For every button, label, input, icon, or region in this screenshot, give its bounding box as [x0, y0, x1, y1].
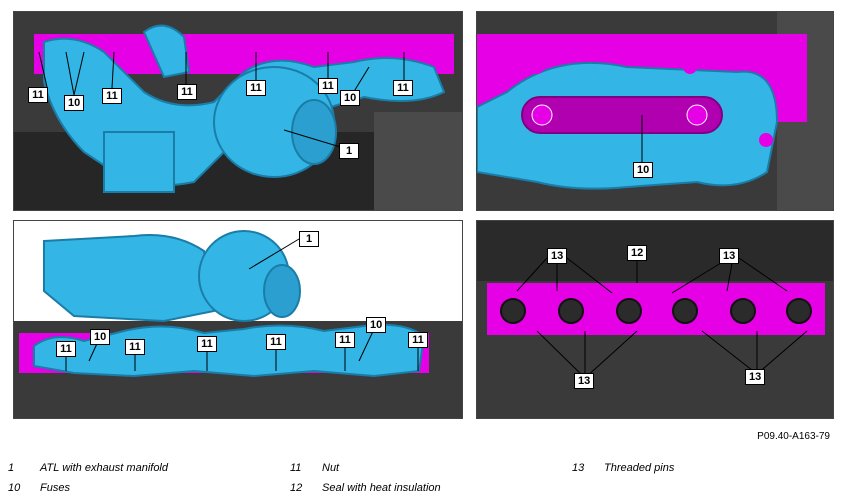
callout-11: 11: [28, 87, 48, 103]
callout-11: 11: [408, 332, 428, 348]
legend-text: Threaded pins: [604, 462, 675, 474]
legend-number: 12: [290, 482, 303, 494]
callout-1: 1: [299, 231, 319, 247]
callout-11: 11: [56, 341, 76, 357]
callout-13: 13: [745, 369, 766, 385]
engine-illustration-3: [14, 221, 462, 418]
view-panel-top-left: 11 10 11 11 11 11 10 11 1: [13, 11, 463, 211]
callout-11: 11: [177, 84, 197, 100]
legend-text: Seal with heat insulation: [322, 482, 441, 494]
callout-11: 11: [197, 336, 217, 352]
legend-number: 11: [290, 462, 302, 474]
legend-number: 13: [572, 462, 585, 474]
view-panel-bottom-left: 1 10 10 11 11 11 11 11 11: [13, 220, 463, 419]
legend-text: Nut: [322, 462, 340, 474]
callout-11: 11: [125, 339, 145, 355]
callout-10: 10: [340, 90, 361, 106]
callout-10: 10: [366, 317, 387, 333]
callout-13: 13: [574, 373, 595, 389]
legend: 1 ATL with exhaust manifold 10 Fuses 11 …: [0, 456, 842, 500]
callout-10: 10: [633, 162, 654, 178]
engine-illustration-1: [14, 12, 462, 210]
figure-reference-code: P09.40-A163-79: [757, 431, 830, 442]
callout-13: 13: [719, 248, 740, 264]
callout-11: 11: [393, 80, 413, 96]
legend-text: Fuses: [40, 482, 70, 494]
callout-11: 11: [266, 334, 286, 350]
callout-10: 10: [64, 95, 85, 111]
callout-11: 11: [335, 332, 355, 348]
callout-11: 11: [318, 78, 338, 94]
callout-11: 11: [102, 88, 122, 104]
callout-10: 10: [90, 329, 111, 345]
engine-illustration-4: [477, 221, 833, 418]
view-panel-bottom-right: 13 12 13 13 13: [476, 220, 834, 419]
view-panel-top-right: 10: [476, 11, 834, 211]
legend-number: 1: [8, 462, 15, 474]
engine-illustration-2: [477, 12, 833, 210]
legend-text: ATL with exhaust manifold: [40, 462, 168, 474]
legend-number: 10: [8, 482, 21, 494]
callout-12: 12: [627, 245, 648, 261]
callout-11: 11: [246, 80, 266, 96]
callout-13: 13: [547, 248, 568, 264]
callout-1: 1: [339, 143, 359, 159]
